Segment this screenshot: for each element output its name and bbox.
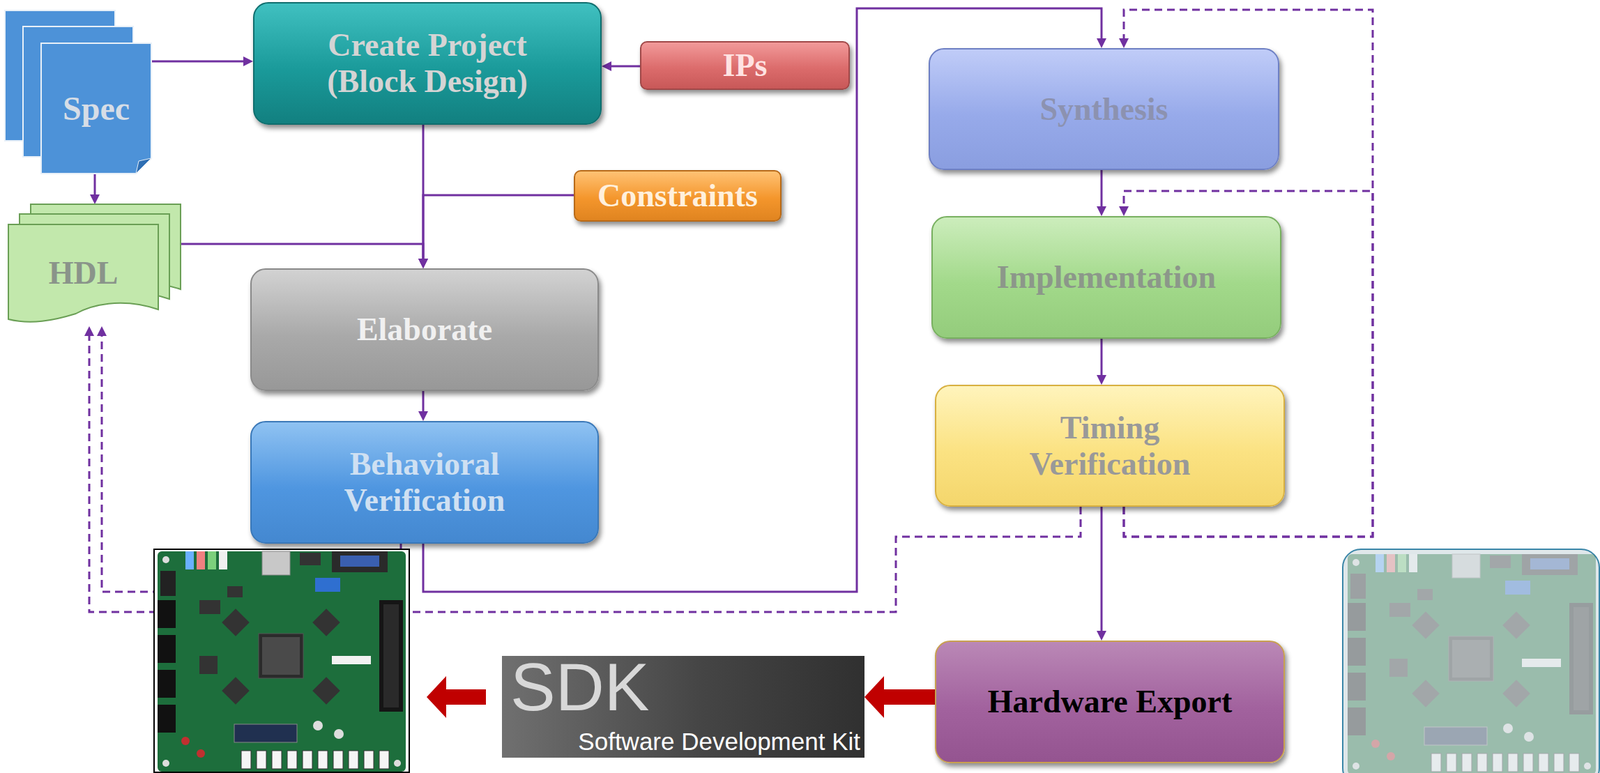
flow-arrow <box>422 124 425 259</box>
node-label: Implementation <box>996 259 1216 296</box>
process-box: Create Project (Block Design) <box>253 2 602 125</box>
faded-board-photo <box>1342 549 1600 773</box>
process-box: Timing Verification <box>934 384 1285 507</box>
process-box: Implementation <box>931 216 1282 339</box>
node-label: Elaborate <box>356 311 493 348</box>
node-label: Synthesis <box>1039 91 1168 128</box>
node-label: Create Project (Block Design) <box>294 27 560 99</box>
page-fold <box>135 158 152 174</box>
document-page <box>8 224 159 323</box>
board-part <box>1347 554 1596 773</box>
handoff-arrow <box>884 689 935 705</box>
flow-arrow <box>611 65 640 68</box>
flow-arrow <box>423 195 574 259</box>
node-label: Constraints <box>597 177 758 215</box>
download-arrow <box>426 676 486 719</box>
node-label: SDK <box>510 656 861 719</box>
flow-arrow <box>1100 338 1103 376</box>
document-stack: HDL <box>8 204 182 327</box>
node-label: HDL <box>48 255 119 292</box>
document-text-area: HDL <box>8 224 159 323</box>
board-part <box>1342 549 1600 773</box>
process-box: Synthesis <box>928 48 1280 171</box>
node-label: Timing Verification <box>977 409 1243 482</box>
process-box: Behavioral Verification <box>250 421 599 544</box>
document-page <box>41 43 152 174</box>
input-box: IPs <box>640 41 850 90</box>
board-part <box>157 551 406 772</box>
flow-arrow <box>151 60 244 63</box>
input-box: Constraints <box>573 170 782 222</box>
tool-banner: SDK Software Development Kit <box>501 656 865 758</box>
node-sublabel: Software Development Kit <box>510 728 861 756</box>
board-part <box>154 549 410 773</box>
flow-arrow <box>422 391 425 412</box>
document-stack: Spec <box>4 10 152 174</box>
process-box: Hardware Export <box>934 640 1285 764</box>
document-text-area: Spec <box>41 43 152 174</box>
process-box: Elaborate <box>250 268 599 392</box>
flow-arrow <box>1100 170 1103 207</box>
flow-arrow <box>1100 506 1103 631</box>
flow-arrow <box>94 173 97 195</box>
flow-arrow <box>181 244 424 259</box>
node-label: IPs <box>722 47 768 84</box>
node-label: Behavioral Verification <box>292 446 558 518</box>
board-photo <box>154 549 410 773</box>
node-label: Spec <box>62 89 130 128</box>
node-label: Hardware Export <box>987 683 1233 721</box>
